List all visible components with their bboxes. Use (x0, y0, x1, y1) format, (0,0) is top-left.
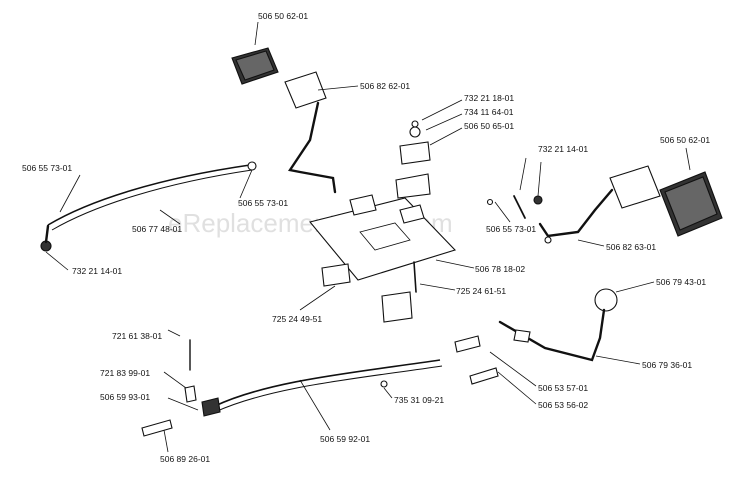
label-block-bottom: 506 59 93-01 (100, 392, 150, 402)
label-clip-right: 732 21 14-01 (538, 144, 588, 154)
label-bolt-left: 725 24 49-51 (272, 314, 322, 324)
stacked-blocks (395, 120, 431, 199)
knob-rod (498, 288, 618, 362)
pedal-pad-right (659, 171, 723, 237)
part-labels: 506 50 62-01 506 82 62-01 732 21 18-01 7… (22, 11, 710, 464)
label-cable-left: 506 77 48-01 (132, 224, 182, 234)
label-knob: 506 79 43-01 (656, 277, 706, 287)
label-pin-b: 721 83 99-01 (100, 368, 150, 378)
pedal-arm-right (486, 165, 661, 244)
label-pin-bottom: 735 31 09-21 (394, 395, 444, 405)
lower-blocks (321, 261, 417, 323)
mounting-plate (309, 194, 457, 281)
label-cable-left-end-b: 506 55 73-01 (238, 198, 288, 208)
label-bolt-center: 725 24 61-51 (456, 286, 506, 296)
label-bracket-right: 506 55 73-01 (486, 224, 536, 234)
pedal-arm-left (284, 71, 337, 194)
label-spring-b: 506 53 56-02 (538, 400, 588, 410)
label-pedal-arm-right: 506 82 63-01 (606, 242, 656, 252)
label-plate: 506 78 18-02 (475, 264, 525, 274)
label-spring-a: 506 53 57-01 (538, 383, 588, 393)
cable-left (40, 161, 257, 252)
label-rod: 506 79 36-01 (642, 360, 692, 370)
label-nut-top: 506 50 65-01 (464, 121, 514, 131)
label-pedal-arm-left: 506 82 62-01 (360, 81, 410, 91)
label-cable-left-end: 506 55 73-01 (22, 163, 72, 173)
pedal-pad-left (231, 47, 279, 85)
label-pin-a: 721 61 38-01 (112, 331, 162, 341)
label-washer-top: 734 11 64-01 (464, 107, 514, 117)
label-spring-bottom: 506 89 26-01 (160, 454, 210, 464)
label-screw-top: 732 21 18-01 (464, 93, 514, 103)
label-pedal-pad-left: 506 50 62-01 (258, 11, 308, 21)
cable-bottom (141, 335, 499, 437)
label-cable-bottom: 506 59 92-01 (320, 434, 370, 444)
label-pedal-pad-right: 506 50 62-01 (660, 135, 710, 145)
label-clip-left: 732 21 14-01 (72, 266, 122, 276)
